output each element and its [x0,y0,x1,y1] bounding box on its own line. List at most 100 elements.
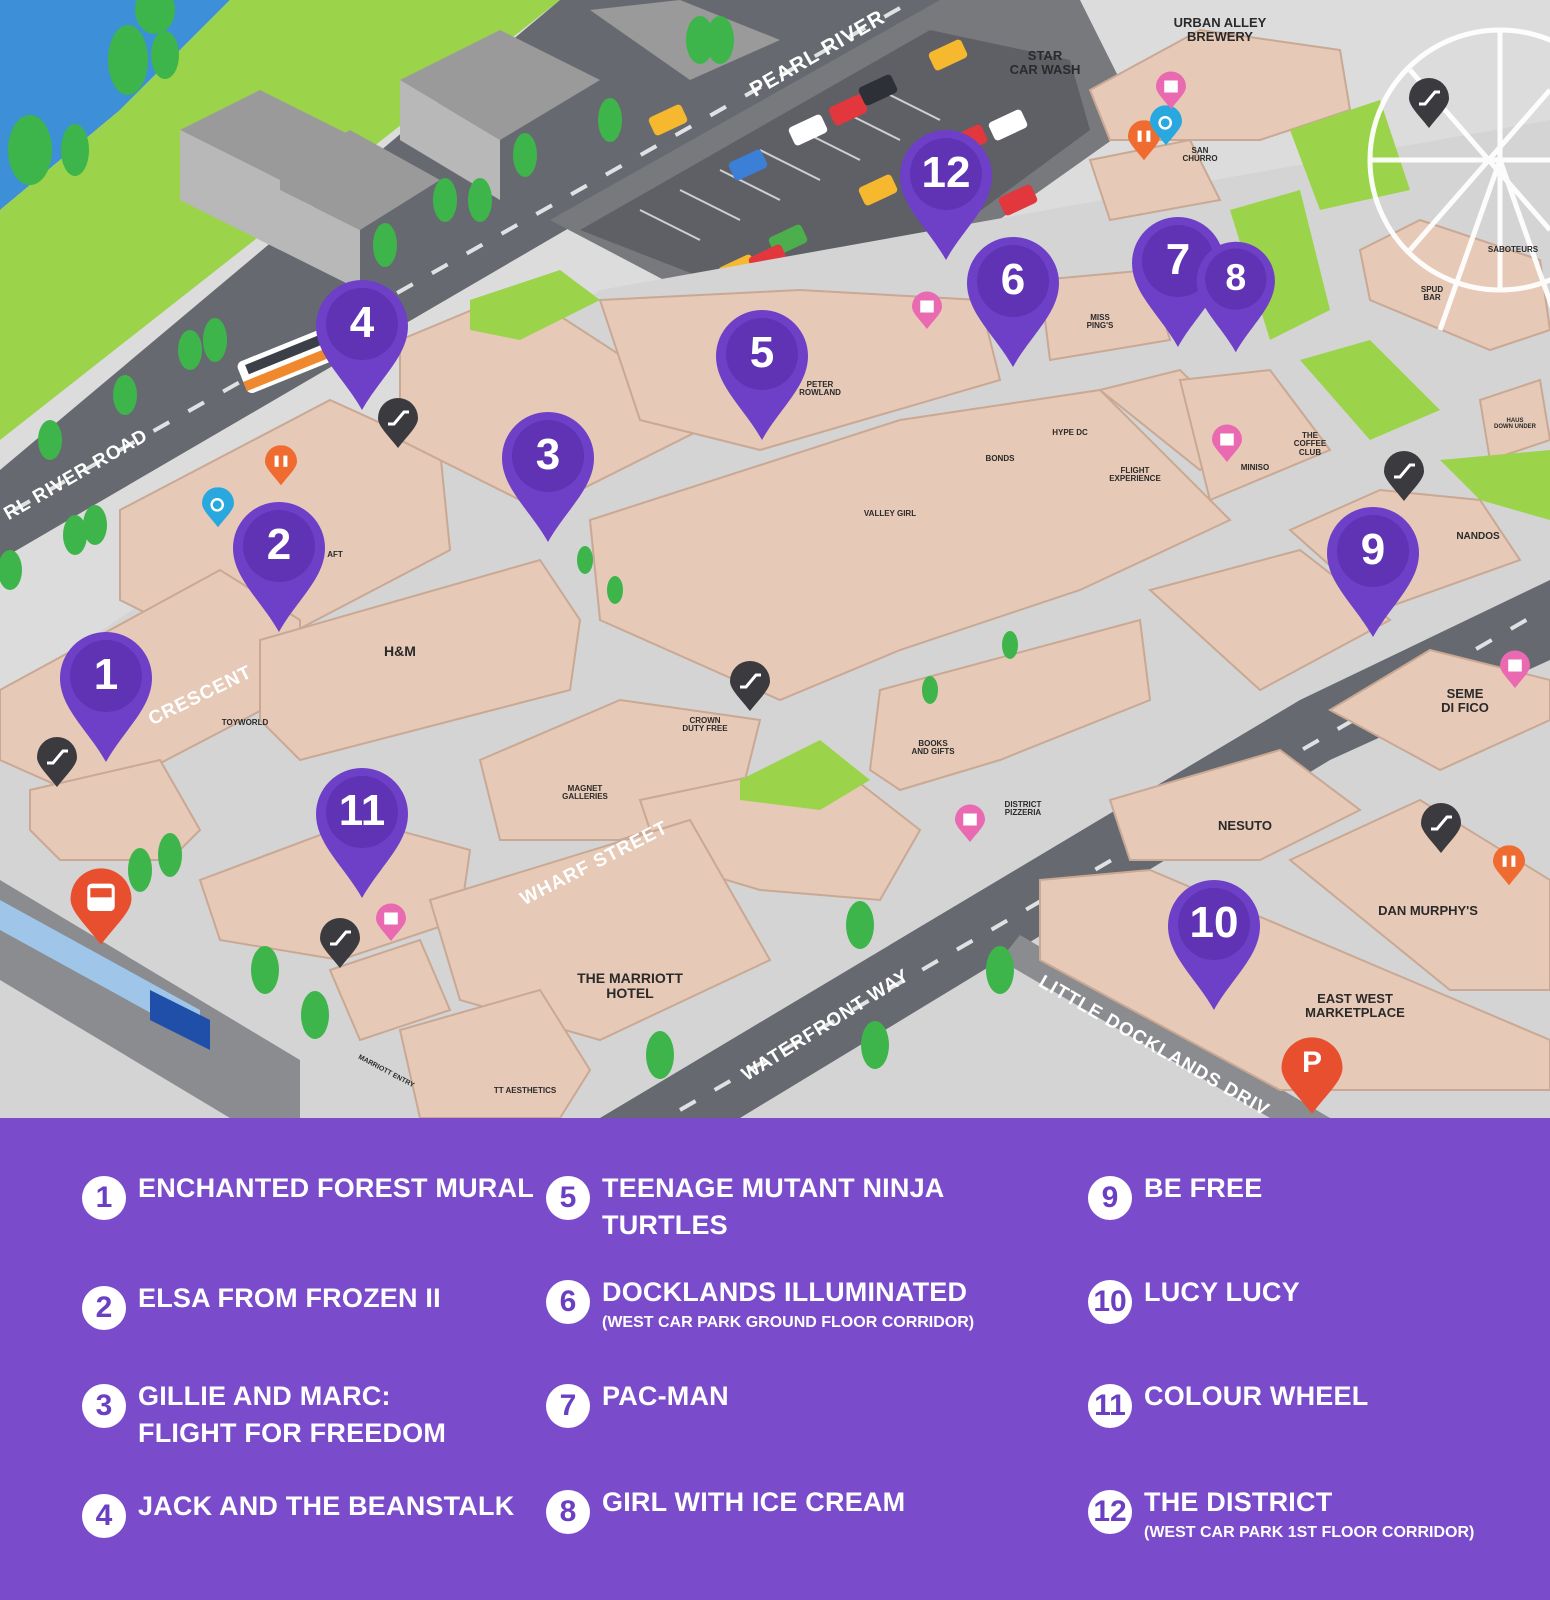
mural-marker-9[interactable]: 9 [1325,505,1421,639]
legend-title: JACK AND THE BEANSTALK [138,1491,515,1521]
atm-icon[interactable] [911,291,943,331]
mural-marker-number: 10 [1189,898,1239,947]
legend-subtitle: (WEST CAR PARK GROUND FLOOR CORRIDOR) [602,1314,975,1331]
mural-marker-5[interactable]: 5 [714,308,810,442]
store-craft[interactable]: AFT [327,550,343,559]
store-nesuto[interactable]: NESUTO [1218,818,1272,833]
legend-number: 8 [546,1490,590,1534]
escalator-icon[interactable] [1383,451,1425,503]
store-urban-alley-brewery[interactable]: URBAN ALLEY BREWERY [1173,15,1267,44]
mural-marker-number: 9 [1360,525,1386,574]
mural-marker-7[interactable]: 7 [1130,215,1226,349]
escalator-icon[interactable] [729,661,771,713]
mural-marker-number: 1 [93,650,119,699]
store-miniso[interactable]: MINISO [1240,463,1270,472]
legend-title: LUCY LUCY [1144,1277,1300,1307]
store-tt-aesthetics[interactable]: TT AESTHETICS [493,1086,557,1095]
legend-number: 4 [82,1494,126,1538]
mural-marker-3[interactable]: 3 [500,410,596,544]
atm-icon[interactable] [1211,424,1243,464]
legend-number: 12 [1088,1490,1132,1534]
legend-number: 3 [82,1384,126,1428]
store-district-pizzeria[interactable]: DISTRICT PIZZERIA [1004,800,1042,818]
accessible-icon[interactable] [201,487,235,529]
store-toyworld[interactable]: TOYWORLD [221,718,269,727]
store-dan-murphys[interactable]: DAN MURPHY'S [1378,903,1478,918]
store-the-coffee-club[interactable]: THE COFFEE CLUB [1293,431,1327,457]
store-peter-rowland[interactable]: PETER ROWLAND [799,380,841,398]
atm-icon[interactable] [1155,71,1187,111]
atm-icon[interactable] [375,903,407,943]
store-miss-pings[interactable]: MISS PING'S [1086,313,1114,331]
mural-marker-11[interactable]: 11 [314,766,410,900]
legend-number: 2 [82,1286,126,1330]
escalator-icon[interactable] [36,737,78,789]
train-icon[interactable] [69,868,133,948]
escalator-icon[interactable] [319,918,361,970]
store-flight-experience[interactable]: FLIGHT EXPERIENCE [1109,466,1161,484]
legend-title: COLOUR WHEEL [1144,1381,1369,1411]
legend-number: 6 [546,1280,590,1324]
mural-marker-number: 2 [266,520,292,569]
store-valley-girl[interactable]: VALLEY GIRL [863,509,917,518]
store-the-marriott-hotel[interactable]: THE MARRIOTT HOTEL [577,970,683,1001]
legend-title: TEENAGE MUTANT NINJA TURTLES [602,1173,944,1240]
mural-marker-2[interactable]: 2 [231,500,327,634]
mural-legend: 1 ENCHANTED FOREST MURAL 2 ELSA FROM FRO… [0,1118,1550,1600]
legend-title: GILLIE AND MARC: FLIGHT FOR FREEDOM [138,1381,447,1448]
atm-icon[interactable] [954,804,986,844]
store-books-and-gifts[interactable]: BOOKS AND GIFTS [911,739,955,757]
legend-number: 11 [1088,1384,1132,1428]
legend-title: ELSA FROM FROZEN II [138,1283,441,1313]
mural-marker-4[interactable]: 4 [314,278,410,412]
accessible-icon[interactable] [1149,105,1183,147]
parking-label: P [1301,1046,1322,1079]
mural-marker-12[interactable]: 12 [898,128,994,262]
legend-title: PAC-MAN [602,1381,729,1411]
toilet-icon[interactable] [1492,845,1526,887]
store-star-car-wash[interactable]: STAR CAR WASH [1009,48,1081,77]
mural-marker-8[interactable]: 8 [1195,240,1277,354]
escalator-icon[interactable] [1408,78,1450,130]
store-nandos[interactable]: NANDOS [1456,531,1500,542]
legend-title: BE FREE [1144,1173,1263,1203]
legend-number: 7 [546,1384,590,1428]
store-east-west-marketplace[interactable]: EAST WEST MARKETPLACE [1305,991,1405,1020]
legend-number: 1 [82,1176,126,1220]
mural-marker-number: 6 [1000,255,1026,304]
mural-marker-number: 12 [921,148,971,197]
store-seme-di-fico[interactable]: SEME DI FICO [1441,686,1489,715]
store-san-churro[interactable]: SAN CHURRO [1182,146,1218,164]
store-h-and-m[interactable]: H&M [384,643,416,659]
escalator-icon[interactable] [377,398,419,450]
mural-marker-10[interactable]: 10 [1166,878,1262,1012]
mural-marker-number: 8 [1225,257,1247,299]
legend-title: ENCHANTED FOREST MURAL [138,1173,534,1203]
legend-number: 9 [1088,1176,1132,1220]
legend-number: 10 [1088,1280,1132,1324]
mural-marker-1[interactable]: 1 [58,630,154,764]
store-crown-duty-free[interactable]: CROWN DUTY FREE [682,716,728,734]
map-area[interactable]: URBAN ALLEY BREWERY STAR CAR WASH SAN CH… [0,0,1550,1118]
mural-marker-number: 5 [749,328,775,377]
store-saboteurs[interactable]: SABOTEURS [1487,245,1539,254]
atm-icon[interactable] [1499,650,1531,690]
legend-subtitle: (WEST CAR PARK 1ST FLOOR CORRIDOR) [1144,1524,1475,1541]
legend-title: GIRL WITH ICE CREAM [602,1487,906,1517]
mural-marker-number: 7 [1165,235,1191,284]
store-bonds[interactable]: BONDS [985,454,1015,463]
store-hype-dc[interactable]: HYPE DC [1052,428,1088,437]
store-spud-bar[interactable]: SPUD BAR [1420,285,1444,303]
legend-number: 5 [546,1176,590,1220]
store-magnet-galleries[interactable]: MAGNET GALLERIES [562,784,608,802]
mural-marker-number: 3 [535,430,561,479]
mural-marker-6[interactable]: 6 [965,235,1061,369]
store-haus-down-under[interactable]: HAUS DOWN UNDER [1494,418,1536,431]
escalator-icon[interactable] [1420,803,1462,855]
toilet-icon[interactable] [1127,120,1161,162]
toilet-icon[interactable] [264,445,298,487]
parking-icon[interactable]: P [1280,1036,1344,1118]
mural-marker-number: 4 [349,298,375,347]
legend-title: DOCKLANDS ILLUMINATED [602,1277,968,1307]
